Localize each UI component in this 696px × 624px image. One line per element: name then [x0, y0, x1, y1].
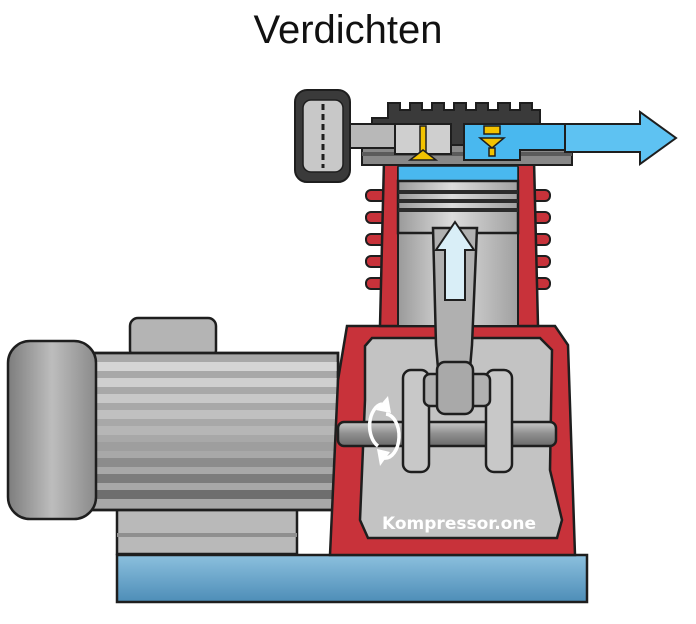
- electric-motor: [86, 351, 340, 512]
- compressed-air-chamber: [397, 165, 519, 183]
- piston: [396, 179, 520, 235]
- base-plate: [115, 553, 589, 604]
- intake-filter: [294, 89, 399, 183]
- motor-foot: [115, 506, 299, 556]
- diagram-title: Verdichten: [253, 8, 443, 52]
- air-outflow-arrow-icon: [564, 110, 678, 166]
- piston-direction-arrow-icon: [434, 220, 476, 301]
- intake-valve: [407, 125, 439, 161]
- brand-watermark: Kompressor.one: [382, 514, 536, 534]
- discharge-valve: [477, 125, 507, 157]
- crank-web-right: [484, 368, 514, 474]
- motor-end-cap: [6, 339, 98, 521]
- crank-web-left: [401, 368, 431, 474]
- rotation-arrow-icon: [367, 402, 401, 460]
